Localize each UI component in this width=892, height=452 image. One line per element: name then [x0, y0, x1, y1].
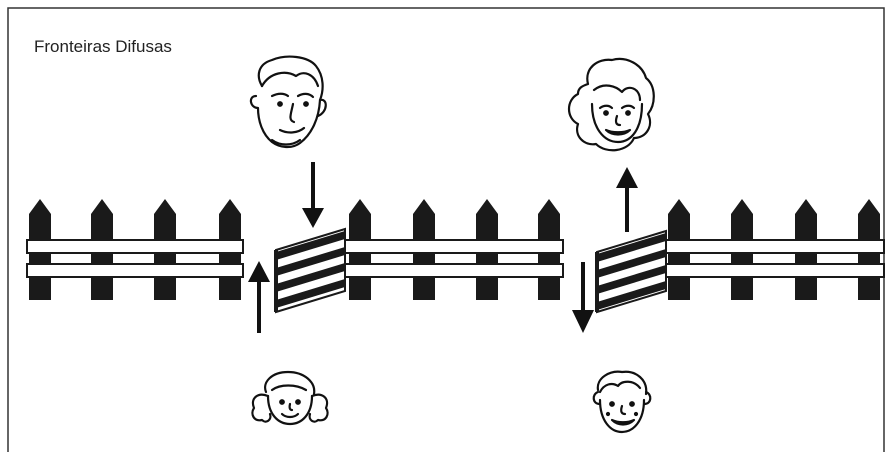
frame-border	[7, 7, 885, 452]
fence-rail	[663, 239, 885, 254]
arrow-down-left	[302, 162, 324, 228]
diagram-title: Fronteiras Difusas	[34, 37, 172, 56]
fence-rail	[26, 239, 244, 254]
fence-rail	[663, 263, 885, 278]
fence-rail	[26, 263, 244, 278]
woman-face-icon	[567, 57, 655, 152]
gate-right	[595, 229, 667, 314]
gate-left	[274, 227, 346, 314]
girl-face-icon	[251, 370, 329, 426]
fence-middle	[344, 199, 564, 300]
arrow-up-left	[248, 261, 270, 333]
boy-face-icon	[592, 370, 652, 434]
arrow-up-right	[616, 167, 638, 232]
man-face-icon	[249, 55, 327, 149]
fence-rail	[344, 263, 564, 278]
arrow-down-right	[572, 262, 594, 333]
fence-rail	[344, 239, 564, 254]
fence-right	[663, 199, 885, 300]
fence-left	[26, 199, 244, 300]
